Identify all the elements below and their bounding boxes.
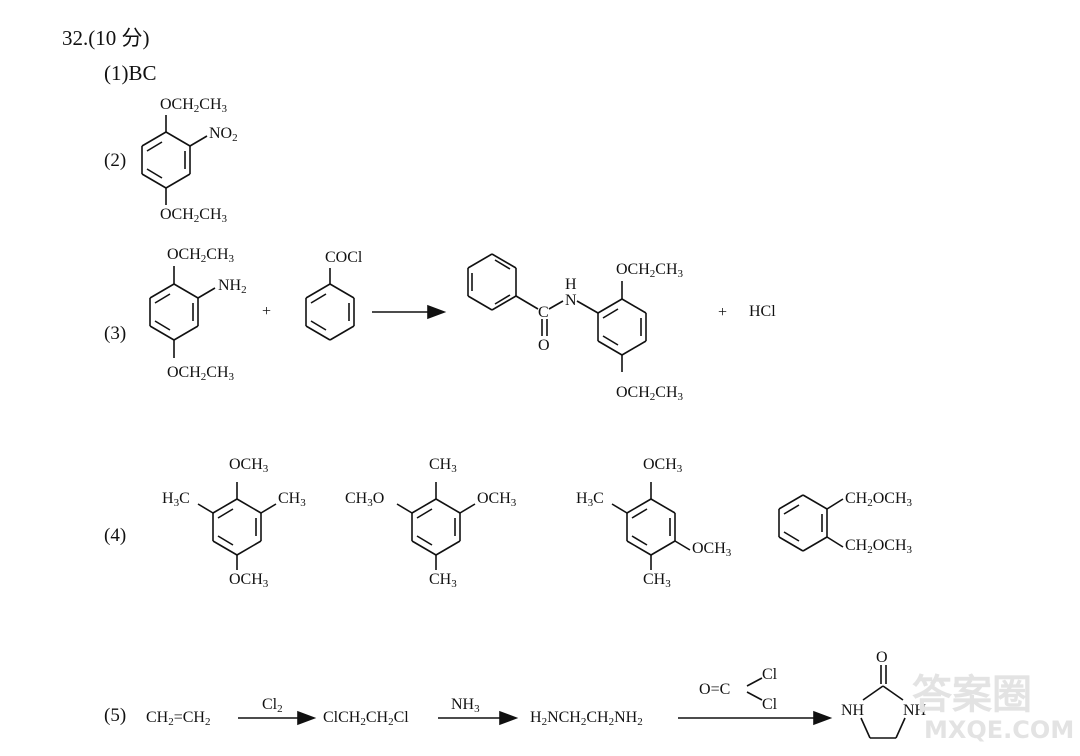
reagent-chlorine: Cl2: [262, 696, 283, 715]
ethylenediamine: H2NCH2CH2NH2: [530, 709, 643, 728]
amide-o: O: [538, 337, 550, 354]
part-3-acyl-chloride-group: COCl: [325, 249, 363, 266]
m4-bottom-group: CH2OCH3: [845, 537, 913, 556]
m1-bottom-group: OCH3: [229, 571, 269, 590]
part-3-r1-bottom-group: OCH2CH3: [167, 364, 235, 383]
part-2-nitro-group: NO2: [209, 125, 238, 144]
m3-bottom-group: CH3: [643, 571, 671, 590]
part-3-product-bottom-group: OCH2CH3: [616, 384, 684, 403]
part-2-top-group: OCH2CH3: [160, 96, 228, 115]
part-1: (1)BC: [104, 63, 157, 84]
part-5-label: (5): [104, 705, 127, 726]
plus-sign: +: [718, 304, 728, 321]
byproduct-hcl: HCl: [749, 303, 776, 320]
m3-top-group: OCH3: [643, 456, 683, 475]
m2-right-group: OCH3: [477, 490, 517, 509]
plus-sign: +: [262, 303, 272, 320]
dichloroethane: ClCH2CH2Cl: [323, 709, 409, 728]
part-2-bottom-group: OCH2CH3: [160, 206, 228, 225]
question-number: 32.(10 分): [62, 26, 150, 50]
part-3-product-top-group: OCH2CH3: [616, 261, 684, 280]
m4-top-group: CH2OCH3: [845, 490, 913, 509]
m2-top-group: CH3: [429, 456, 457, 475]
m2-bottom-group: CH3: [429, 571, 457, 590]
ring-nh-left: NH: [841, 702, 865, 719]
ethylene: CH2=CH2: [146, 709, 211, 728]
part-1-answer: BC: [128, 61, 157, 85]
phosgene-cl-bottom: Cl: [762, 696, 778, 713]
ring-carbonyl-o: O: [876, 649, 888, 666]
m3-right-group: OCH3: [692, 540, 732, 559]
m2-left-group: CH3O: [345, 490, 385, 509]
reagent-ammonia: NH3: [451, 696, 480, 715]
part-3-label: (3): [104, 323, 127, 344]
phosgene-cl-top: Cl: [762, 666, 778, 683]
m1-top-group: OCH3: [229, 456, 269, 475]
amide-c: C: [538, 304, 549, 321]
watermark-url: MXQE.COM: [924, 716, 1075, 744]
part-3-r1-top-group: OCH2CH3: [167, 246, 235, 265]
amide-h: H: [565, 276, 577, 293]
part-2-label: (2): [104, 150, 127, 171]
part-1-label: (1): [104, 61, 129, 85]
part-3-amine-group: NH2: [218, 277, 247, 296]
m3-left-group: H3C: [576, 490, 604, 509]
phosgene-oxygen: O=C: [699, 681, 731, 698]
m1-left-group: H3C: [162, 490, 190, 509]
watermark-logo: 答案圈: [912, 672, 1032, 718]
amide-n: N: [565, 292, 577, 309]
ring-nh-right: NH: [903, 702, 927, 719]
m1-right-group: CH3: [278, 490, 306, 509]
part-4-label: (4): [104, 525, 127, 546]
